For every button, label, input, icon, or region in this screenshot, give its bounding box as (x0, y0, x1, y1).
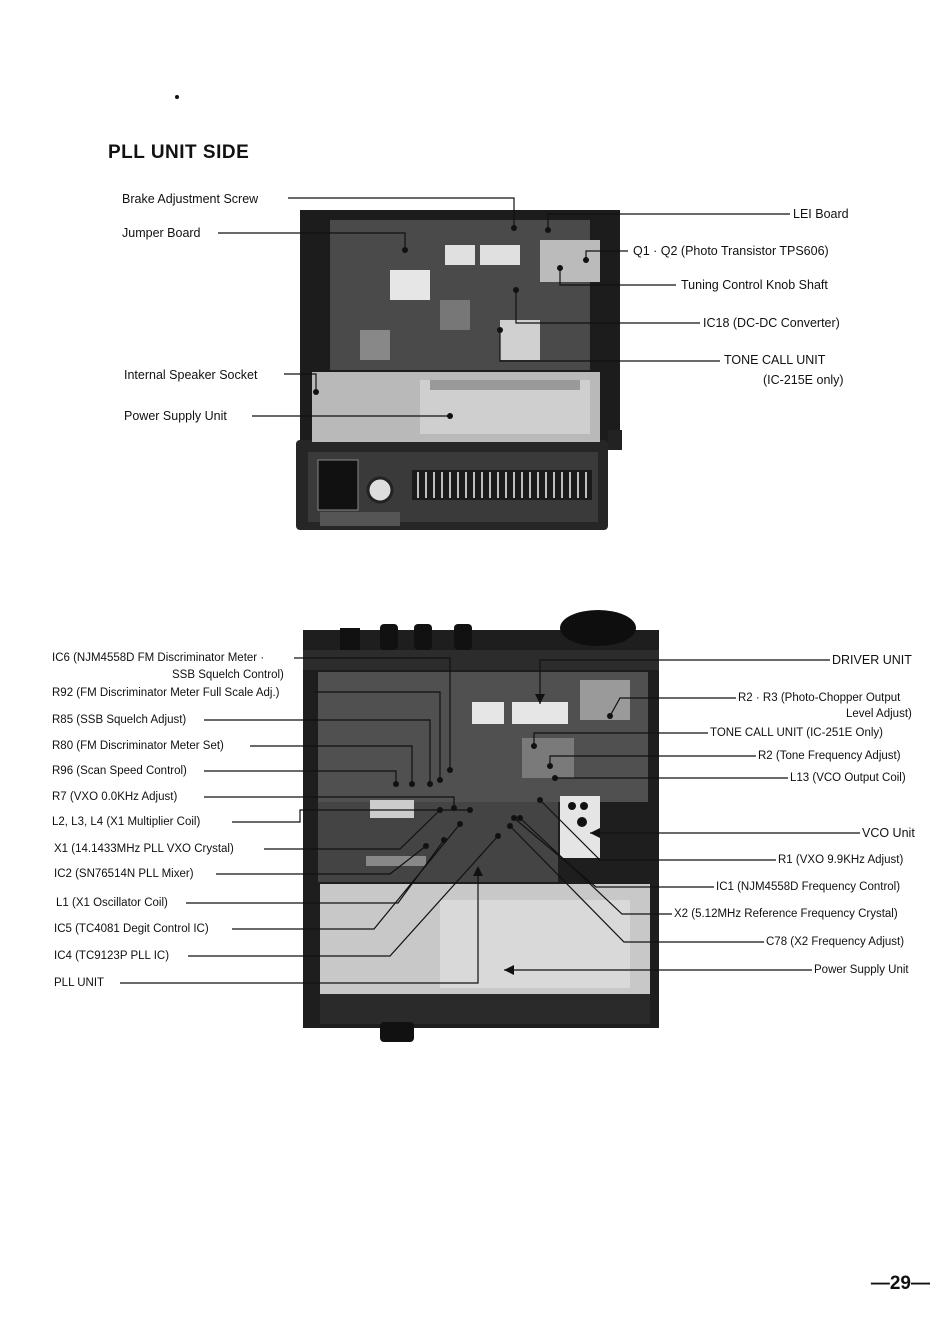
label-lei-board: LEI Board (793, 207, 849, 221)
label-power-supply-unit: Power Supply Unit (124, 409, 227, 423)
stray-mark (175, 95, 179, 99)
page-number: —29— (870, 1273, 930, 1294)
label-r7: R7 (VXO 0.0KHz Adjust) (52, 791, 178, 803)
label-x1: X1 (14.1433MHz PLL VXO Crystal) (54, 843, 234, 855)
label-r2-tone: R2 (Tone Frequency Adjust) (758, 750, 901, 762)
label-l2-l3-l4: L2, L3, L4 (X1 Multiplier Coil) (52, 816, 201, 828)
label-r96: R96 (Scan Speed Control) (52, 765, 187, 777)
label-vco-unit: VCO Unit (862, 826, 915, 840)
label-tone-call-unit-2: TONE CALL UNIT (IC-251E Only) (710, 727, 883, 739)
label-ic6: IC6 (NJM4558D FM Discriminator Meter · (52, 652, 265, 664)
label-ic5: IC5 (TC4081 Degit Control IC) (54, 923, 209, 935)
label-l13: L13 (VCO Output Coil) (790, 772, 906, 784)
label-x2: X2 (5.12MHz Reference Frequency Crystal) (674, 908, 898, 920)
label-ic18: IC18 (DC-DC Converter) (703, 316, 840, 330)
label-r85: R85 (SSB Squelch Adjust) (52, 714, 187, 726)
label-brake-adjustment-screw: Brake Adjustment Screw (122, 192, 259, 206)
label-ic1: IC1 (NJM4558D Frequency Control) (716, 881, 901, 893)
label-internal-speaker-socket: Internal Speaker Socket (124, 368, 258, 382)
label-ic2: IC2 (SN76514N PLL Mixer) (54, 868, 194, 880)
label-driver-unit: DRIVER UNIT (832, 653, 912, 667)
label-r80: R80 (FM Discriminator Meter Set) (52, 740, 224, 752)
label-ic215e-only: (IC-215E only) (763, 373, 844, 387)
label-ic6-cont: SSB Squelch Control) (172, 669, 284, 681)
label-ic4: IC4 (TC9123P PLL IC) (54, 950, 170, 962)
label-jumper-board: Jumper Board (122, 226, 201, 240)
label-tone-call-unit: TONE CALL UNIT (724, 353, 826, 367)
label-c78: C78 (X2 Frequency Adjust) (766, 936, 905, 948)
label-r2-r3: R2 · R3 (Photo-Chopper Output (738, 692, 901, 704)
label-r2-r3-cont: Level Adjust) (846, 708, 912, 720)
label-q1-q2: Q1 · Q2 (Photo Transistor TPS606) (633, 244, 829, 258)
label-r1: R1 (VXO 9.9KHz Adjust) (778, 854, 904, 866)
page-title: PLL UNIT SIDE (108, 142, 250, 163)
label-pll-unit: PLL UNIT (54, 977, 105, 989)
label-power-supply-unit-2: Power Supply Unit (814, 964, 909, 976)
label-tuning-control-knob: Tuning Control Knob Shaft (681, 278, 828, 292)
label-l1: L1 (X1 Oscillator Coil) (56, 897, 168, 909)
label-r92: R92 (FM Discriminator Meter Full Scale A… (52, 687, 280, 699)
